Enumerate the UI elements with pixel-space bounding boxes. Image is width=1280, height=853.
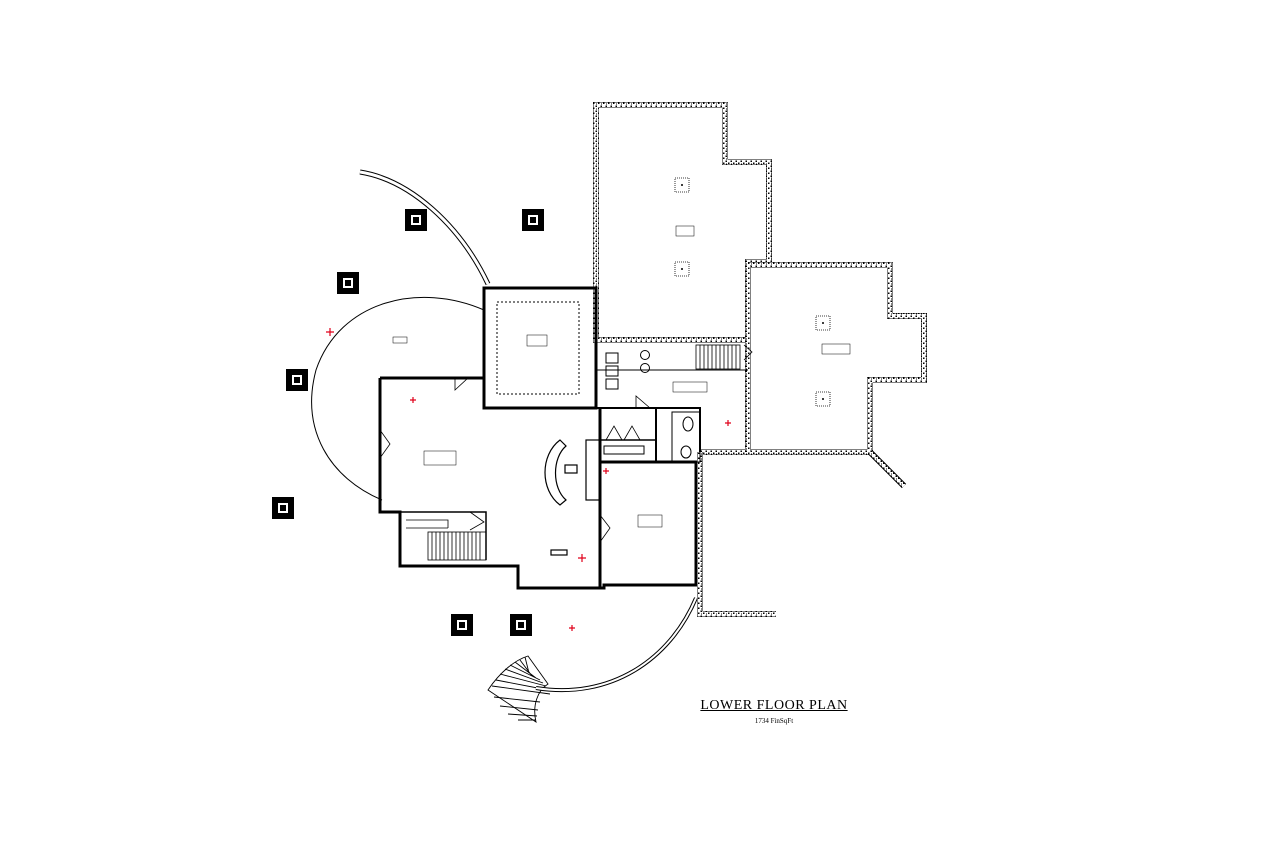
column-pier-icon: [510, 614, 532, 636]
stair-curved-exterior: [487, 655, 551, 724]
garage-upper-wall: [593, 102, 772, 343]
column-pier-icon: [451, 614, 473, 636]
utility-fixtures: [603, 350, 694, 459]
column-pier-icon: [286, 369, 308, 391]
doors: [379, 344, 753, 543]
column-pier-icon: [522, 209, 544, 231]
interior-walls: [378, 286, 748, 590]
red-markers: [326, 328, 731, 631]
column-pier-icon: [337, 272, 359, 294]
column-pier-icon: [272, 497, 294, 519]
stair-lower-left: [406, 519, 487, 561]
columns: [272, 209, 544, 636]
bar-counter: [544, 439, 601, 556]
garage-posts: [674, 177, 831, 407]
room-labels: [392, 225, 851, 528]
garage-right-wall: [700, 262, 927, 489]
terrace-arcs: [311, 169, 698, 693]
garage-post-dots: [681, 184, 824, 400]
column-pier-icon: [405, 209, 427, 231]
stair-utility: [695, 344, 741, 370]
plan-area: 1734 FinSqFt: [754, 717, 794, 725]
lower-east-wall: [697, 452, 776, 617]
plan-title: LOWER FLOOR PLAN: [700, 698, 848, 713]
